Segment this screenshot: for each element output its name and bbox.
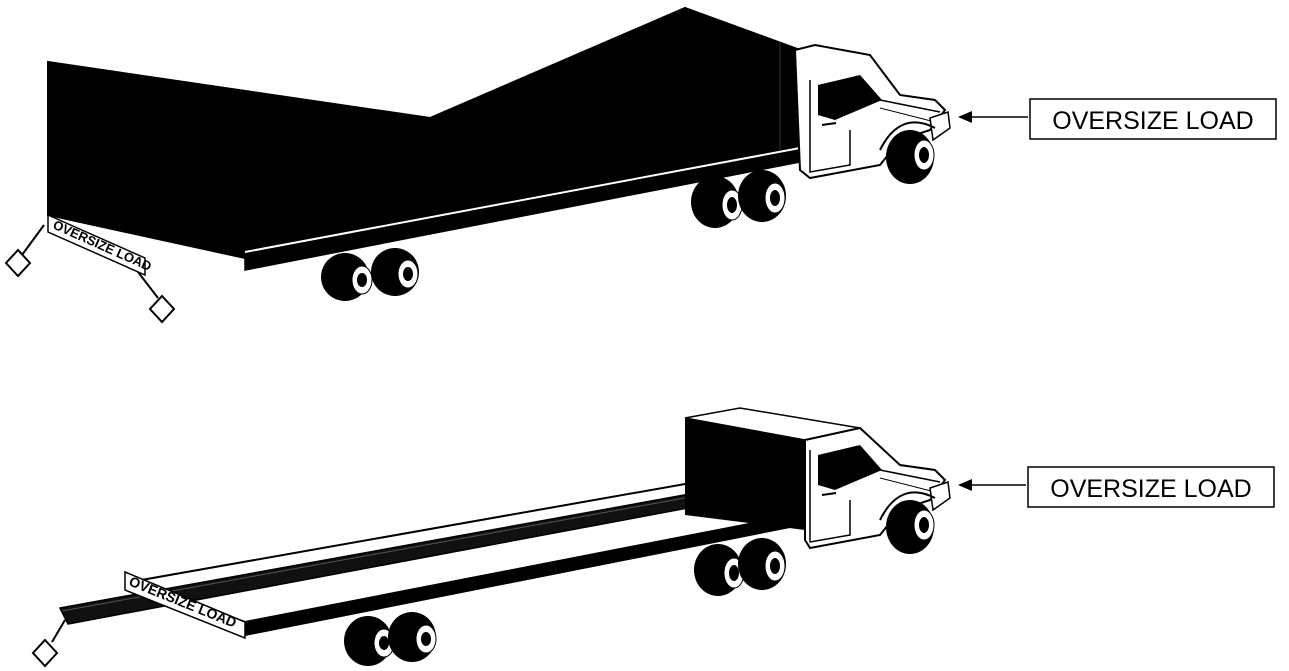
top-trailer-wheels [321, 248, 419, 301]
bottom-front-sign-text: OVERSIZE LOAD [1050, 475, 1251, 503]
bottom-truck-figure: OVERSIZE LOAD OVERSIZE LOAD [33, 408, 1274, 666]
top-front-sign-callout: OVERSIZE LOAD [958, 99, 1276, 139]
bottom-truck-rear-wheels [694, 538, 786, 596]
top-truck-figure: OVERSIZE LOAD OVERSIZE LOAD [6, 8, 1276, 322]
top-truck-rear-wheels [691, 170, 786, 228]
top-right-flag [138, 272, 174, 322]
bottom-front-sign-callout: OVERSIZE LOAD [958, 467, 1274, 507]
bottom-left-flag [33, 620, 65, 666]
bottom-trailer-wheels [344, 612, 436, 666]
top-front-sign-text: OVERSIZE LOAD [1052, 107, 1253, 135]
top-truck-front-wheel [886, 130, 934, 184]
top-left-flag [6, 225, 44, 276]
bottom-truck-front-wheel [886, 500, 934, 554]
